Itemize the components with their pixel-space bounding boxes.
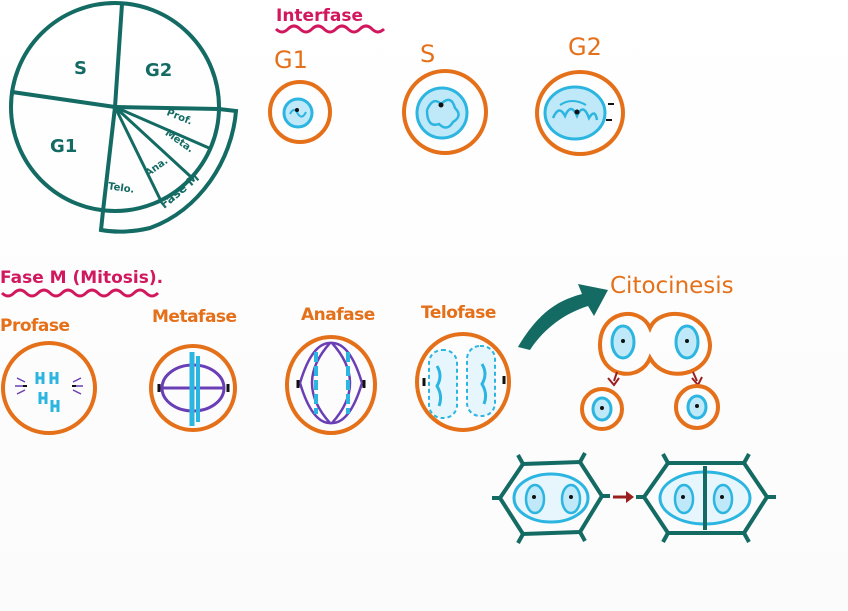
- plant-cell-before: [492, 453, 610, 543]
- arrow-left-small-icon: [614, 372, 617, 381]
- interfase-underline: [276, 26, 384, 32]
- s-cell: [404, 71, 486, 153]
- mitosis-title: Fase M (Mitosis).: [0, 268, 163, 288]
- cell-cycle-pie: [11, 3, 236, 232]
- daughter-cell-right: [676, 386, 718, 428]
- profase-label: Profase: [0, 316, 70, 336]
- metafase-cell: [151, 346, 235, 430]
- cycle-divider-top: [115, 4, 122, 107]
- citocinesis-title: Citocinesis: [610, 273, 734, 299]
- cycle-divider-m4: [103, 107, 115, 211]
- plant-cell-after: [636, 454, 776, 542]
- interfase-g2-label: G2: [568, 33, 602, 61]
- telofase-cell: [417, 334, 509, 430]
- telofase-label: Telofase: [421, 303, 496, 323]
- anafase-label: Anafase: [301, 305, 375, 325]
- g2-cell: [537, 72, 623, 154]
- cycle-label-g1: G1: [50, 136, 77, 157]
- citocinesis-dividing-cell: [600, 314, 710, 374]
- mitosis-underline: [2, 290, 158, 296]
- cycle-divider-left: [12, 92, 115, 107]
- anafase-cell: [287, 337, 375, 433]
- interfase-title: Interfase: [276, 6, 363, 26]
- interfase-s-label: S: [420, 40, 435, 68]
- big-arrow-icon: [518, 284, 608, 350]
- daughter-cell-left: [582, 389, 622, 429]
- interfase-g1-label: G1: [274, 46, 308, 74]
- metafase-label: Metafase: [152, 307, 237, 327]
- cycle-divider-m1: [115, 107, 209, 148]
- cycle-label-g2: G2: [145, 60, 172, 81]
- profase-cell: [3, 343, 95, 433]
- cycle-divider-right: [115, 107, 219, 109]
- cycle-label-s: S: [74, 58, 87, 79]
- g1-cell: [270, 82, 330, 142]
